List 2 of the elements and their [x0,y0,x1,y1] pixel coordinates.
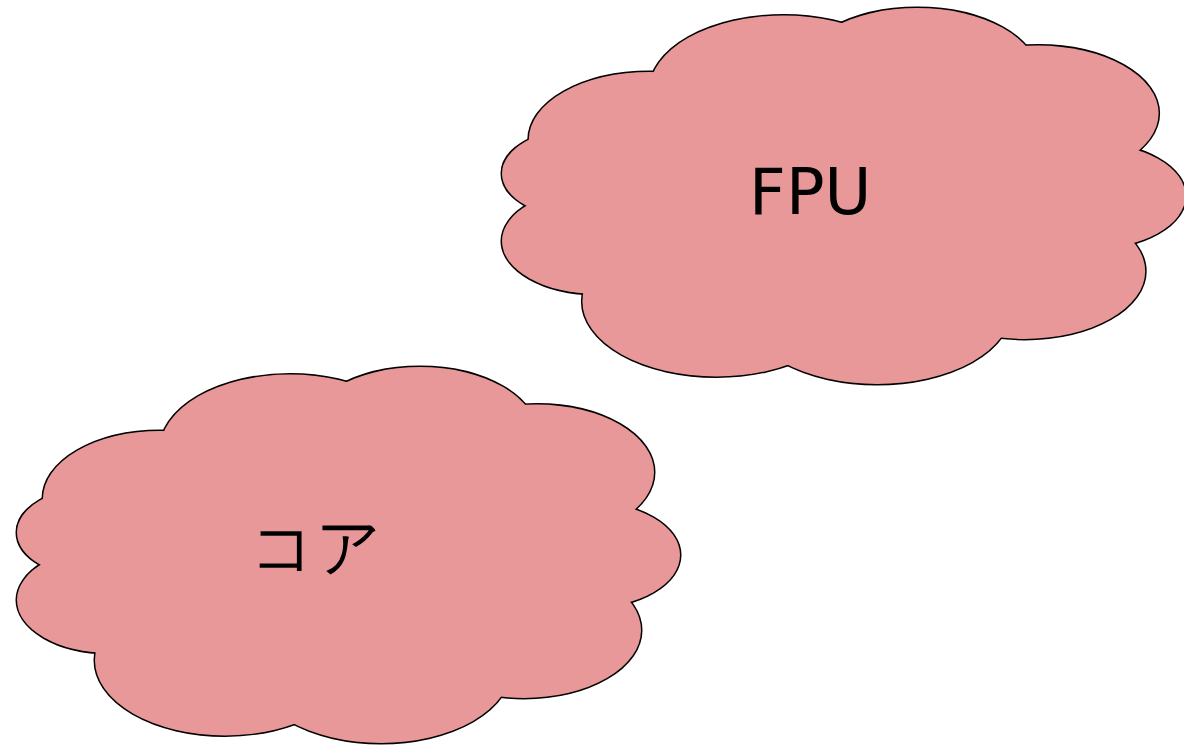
cloud-label: コア [250,508,382,586]
cloud-label: FPU [749,155,872,230]
